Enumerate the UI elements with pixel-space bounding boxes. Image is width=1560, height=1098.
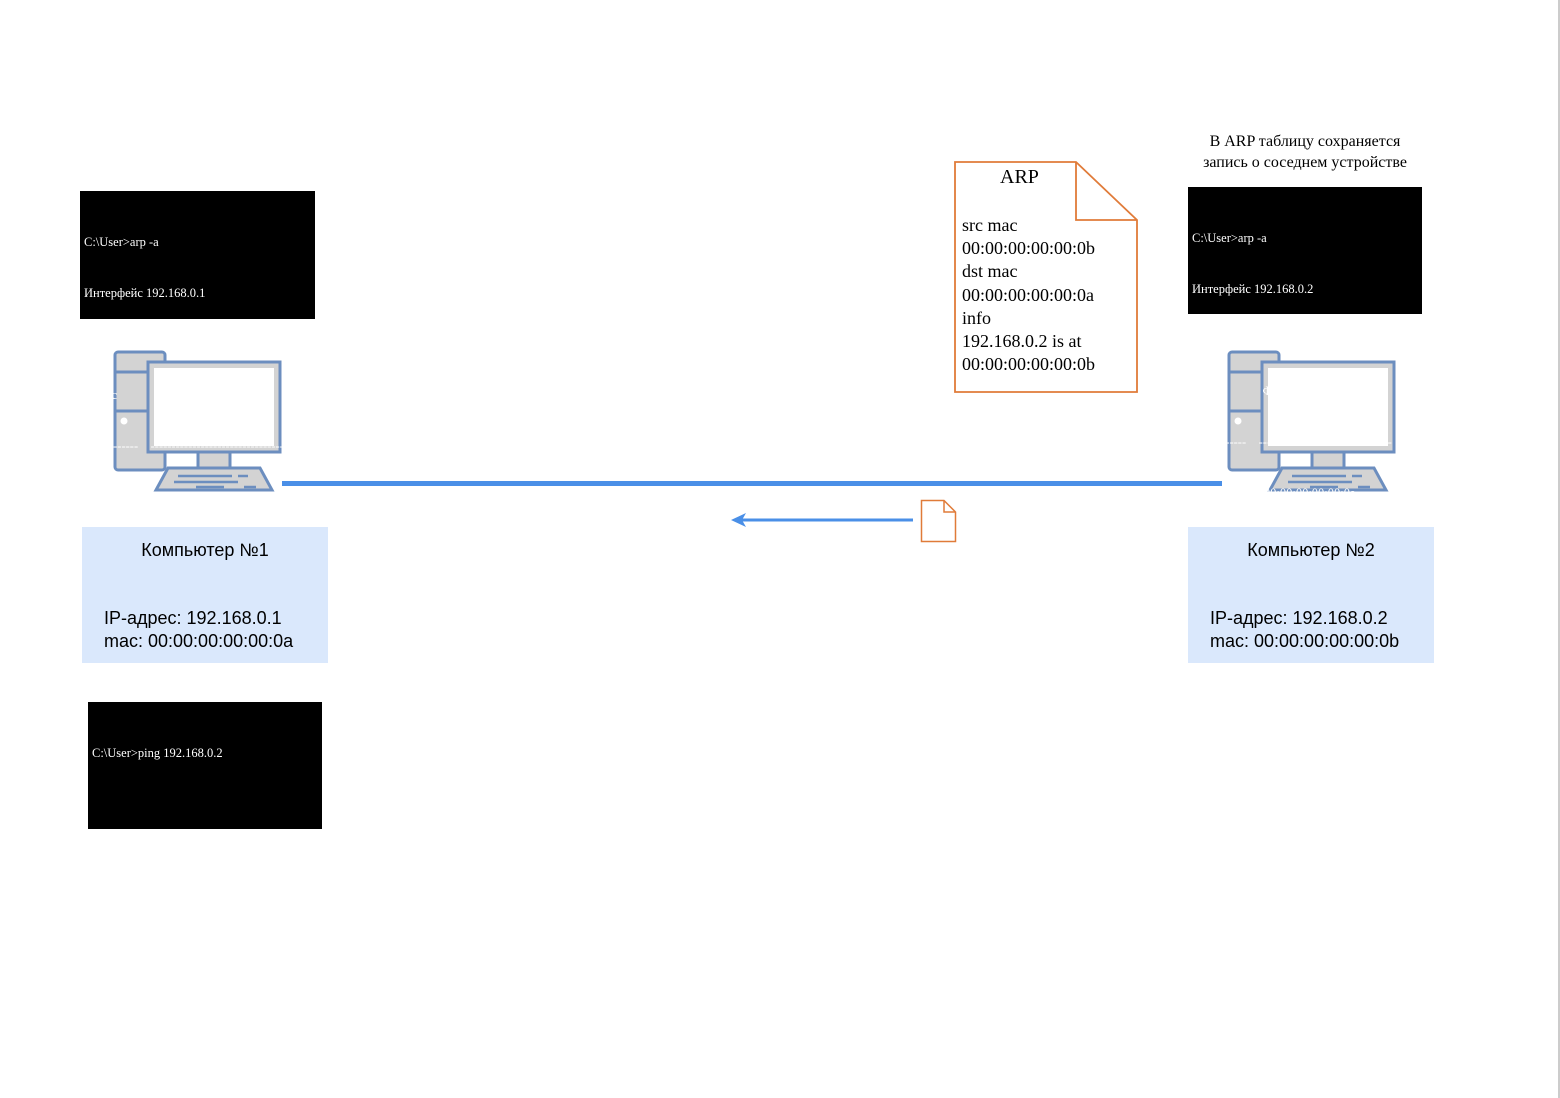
arp-packet-document [954, 161, 1138, 393]
terminal-line: ----------------------------------------… [84, 337, 293, 351]
packet-line: info [962, 307, 991, 328]
computer2-label: Компьютер №2 IP-адрес: 192.168.0.2 mac: … [1188, 527, 1434, 663]
computer2-ip: IP-адрес: 192.168.0.2 [1210, 608, 1388, 628]
terminal-line: Адрес Физический адрес [1192, 384, 1361, 398]
terminal-line: Интерфейс 192.168.0.1 [84, 286, 206, 300]
terminal-line: C:\User>ping 192.168.0.2 [92, 746, 223, 760]
terminal-ping-pc1: C:\User>ping 192.168.0.2 [88, 702, 322, 829]
arp-packet-title: ARP [1000, 166, 1039, 188]
packet-line: 00:00:00:00:00:0b [962, 238, 1096, 259]
desktop-computer-icon [1227, 350, 1396, 492]
terminal-line: Интерфейс 192.168.0.2 [1192, 282, 1314, 296]
computer1-title: Компьютер №1 [141, 540, 269, 560]
terminal-line: 192.168.0.1 00:00:00:00:00:0a [1192, 486, 1356, 500]
packet-line: 00:00:00:00:00:0a [962, 284, 1094, 305]
terminal-line: C:\User>arp -a [84, 235, 159, 249]
packet-line: 192.168.0.2 is at [962, 331, 1082, 352]
computer1-ip: IP-адрес: 192.168.0.1 [104, 608, 282, 628]
terminal-arp-pc2: C:\User>arp -a Интерфейс 192.168.0.2 ---… [1188, 187, 1422, 500]
terminal-arp-pc1: C:\User>arp -a Интерфейс 192.168.0.1 ---… [80, 191, 315, 453]
terminal-line: ----------------------------------------… [1192, 333, 1401, 347]
page-edge [1558, 0, 1560, 1098]
terminal-line: C:\User>arp -a [1192, 231, 1267, 245]
packet-line: dst mac [962, 261, 1018, 282]
arp-table-caption: В ARP таблицу сохраняется запись о сосед… [1155, 131, 1455, 173]
packet-line: 00:00:00:00:00:0b [962, 354, 1096, 375]
terminal-line: ------------- --------------------------… [1192, 435, 1392, 449]
computer2-mac: mac: 00:00:00:00:00:0b [1210, 631, 1400, 651]
terminal-line: Адрес Физический адрес [84, 388, 253, 402]
terminal-line: ------------- --------------------------… [84, 439, 284, 453]
caption-line: В ARP таблицу сохраняется [1209, 133, 1401, 150]
packet-line: src mac [962, 215, 1018, 235]
computer2-title: Компьютер №2 [1247, 540, 1375, 560]
network-link [282, 481, 1222, 486]
computer1-label: Компьютер №1 IP-адрес: 192.168.0.1 mac: … [82, 527, 328, 663]
caption-line: запись о соседнем устройстве [1203, 154, 1407, 171]
arp-packet-fields: src mac 00:00:00:00:00:0b dst mac 00:00:… [962, 214, 1095, 376]
desktop-computer-icon [113, 350, 282, 492]
document-icon [920, 499, 957, 543]
computer1-mac: mac: 00:00:00:00:00:0a [104, 631, 294, 651]
arrow-left-icon [731, 513, 913, 527]
